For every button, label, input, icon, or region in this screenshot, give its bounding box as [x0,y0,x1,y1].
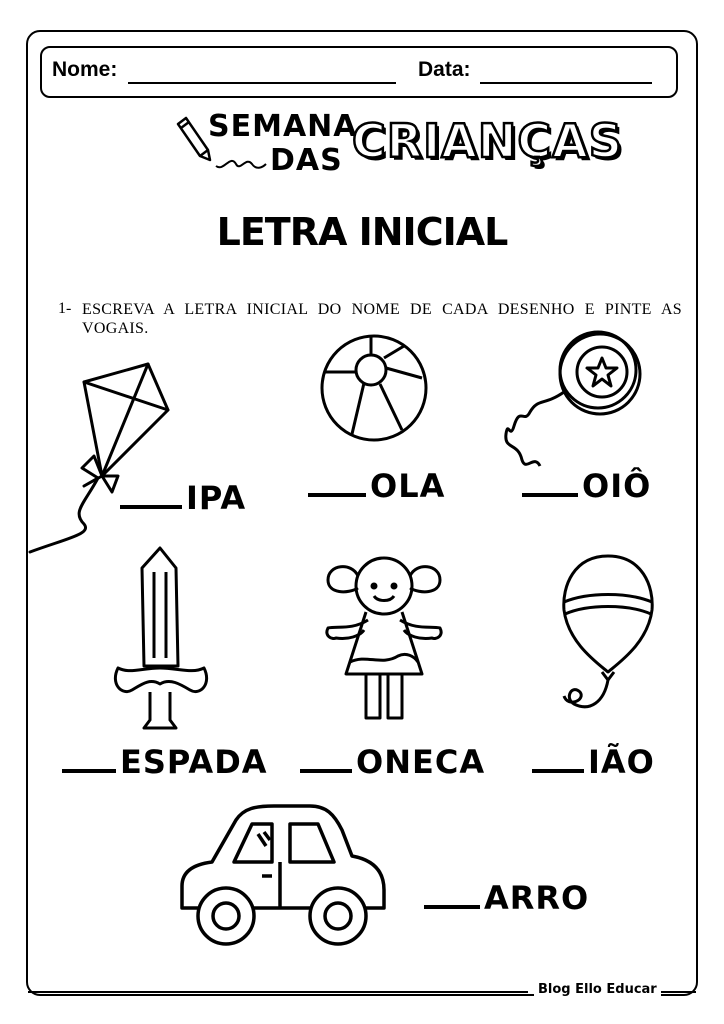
footer-credit: Blog Ello Educar [534,982,661,997]
word-oio: OIÔ [522,470,651,502]
page-frame [26,30,698,996]
word-arro: ARRO [424,882,589,914]
date-field[interactable] [480,82,652,84]
instruction-number: 1- [58,300,72,317]
footer-rule-right [654,991,696,993]
logo-semana: SEMANA [208,109,358,144]
word-iao: IÃO [532,746,655,778]
footer-rule-left [28,991,528,993]
instruction-text: ESCREVA A LETRA INICIAL DO NOME DE CADA … [82,301,682,337]
swirl-icon [215,159,267,169]
name-field[interactable] [128,82,396,84]
ball-icon [320,334,428,442]
word-oneca: ONECA [300,746,485,778]
sword-icon [113,546,209,730]
balloon-icon [562,554,654,709]
logo-criancas: CRIANÇAS [351,114,623,168]
word-espada: ESPADA [62,746,268,778]
yoyo-icon [504,330,642,467]
word-ipa: IPA [120,482,246,514]
header-box [40,46,678,98]
doll-icon [325,556,443,720]
kite-icon [28,362,170,554]
car-icon [180,804,386,946]
name-label: Nome: [52,58,118,81]
page-title: LETRA INICIAL [216,210,509,254]
date-label: Data: [418,58,471,81]
word-ola: OLA [308,470,445,502]
logo-das: DAS [270,143,343,178]
pencil-icon [176,116,212,162]
